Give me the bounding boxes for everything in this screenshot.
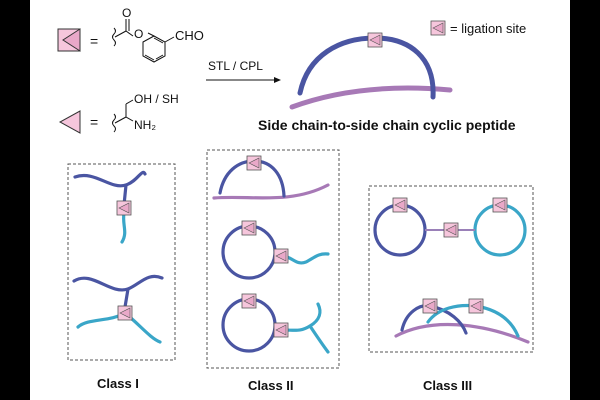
equals-sign-2: =: [90, 114, 98, 130]
class-i-example-1: [73, 170, 147, 244]
ligation-site-label: = ligation site: [450, 21, 526, 36]
class-iii-example-2: [394, 298, 530, 344]
salicylaldehyde-ester-structure: [112, 19, 175, 63]
class-ii-example-2: [221, 220, 330, 280]
ester-symbol: [57, 28, 81, 52]
aldehyde-label: CHO: [175, 28, 204, 43]
product-label: Side chain-to-side chain cyclic peptide: [258, 117, 516, 133]
class-i-example-2: [72, 274, 164, 344]
class-ii-label: Class II: [248, 378, 294, 393]
class-ii-box: [206, 149, 340, 369]
class-iii-box: [368, 185, 534, 353]
class-i-box: [67, 163, 176, 361]
scheme-svg: = O O CHO = OH / SH NH₂ STL / CPL = liga…: [57, 6, 534, 393]
nh2-label: NH₂: [134, 118, 156, 132]
product-linear-chain: [289, 85, 453, 110]
class-iii-example-1: [373, 197, 527, 257]
product-cyclic-peptide: [289, 32, 453, 110]
ligation-site-symbol: [430, 20, 446, 36]
class-iii-label: Class III: [423, 378, 472, 393]
reaction-conditions: STL / CPL: [208, 59, 263, 73]
equals-sign-1: =: [90, 33, 98, 49]
reaction-arrowhead: [274, 77, 281, 83]
class-i-label: Class I: [97, 376, 139, 391]
oh-sh-label: OH / SH: [134, 92, 179, 106]
amine-symbol: [58, 110, 81, 134]
scheme-canvas: = O O CHO = OH / SH NH₂ STL / CPL = liga…: [30, 0, 570, 400]
amino-alcohol-structure: [112, 99, 134, 133]
carbonyl-oxygen: O: [122, 6, 131, 20]
product-ligation-site: [367, 32, 383, 48]
ester-oxygen: O: [134, 27, 143, 41]
class-ii-example-1: [212, 155, 330, 200]
class-ii-example-3: [221, 293, 330, 354]
